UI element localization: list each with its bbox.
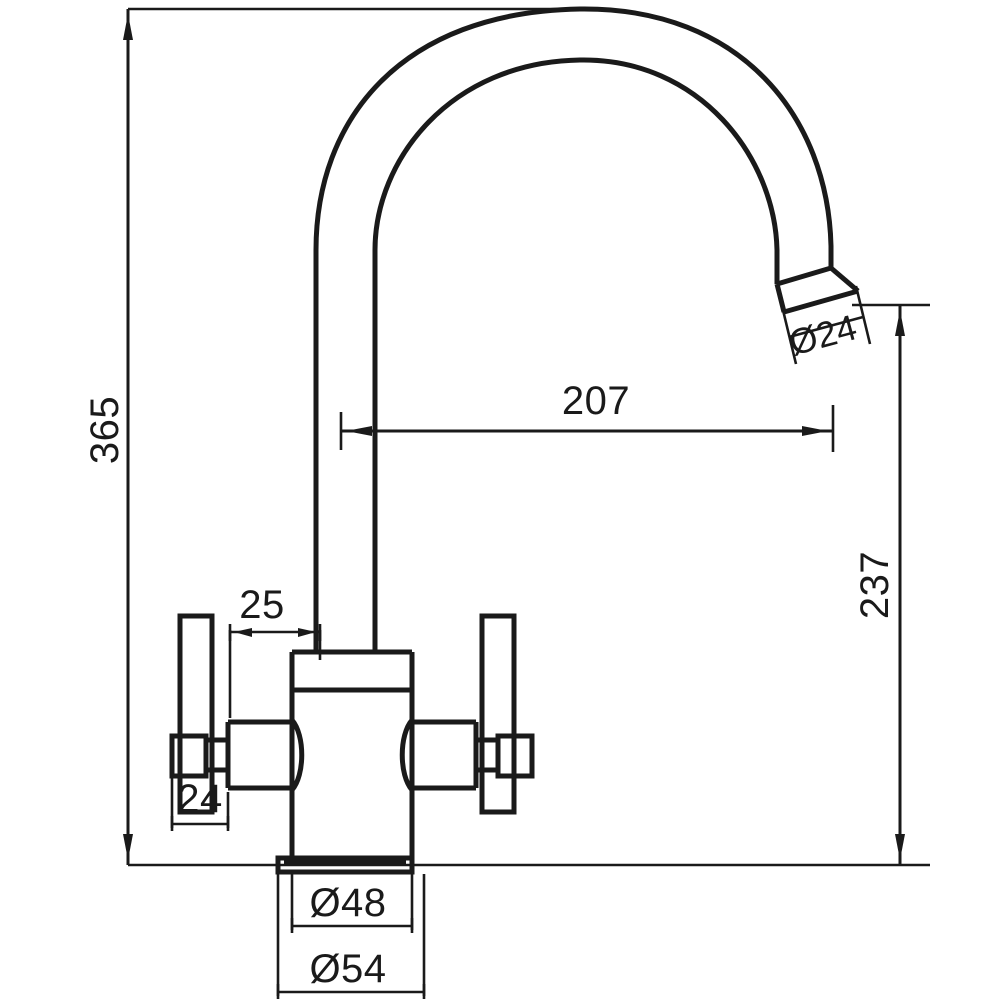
dimension-label-d54: Ø54 xyxy=(309,947,386,991)
tap-body-housing xyxy=(289,649,415,858)
dimension-handle-offset: 25 xyxy=(228,583,322,718)
dimension-label-237: 237 xyxy=(853,551,897,619)
dimension-spout-height: 237 xyxy=(560,303,930,867)
spout-outlet-aerator xyxy=(774,265,860,315)
dimension-body-diameter: Ø48 xyxy=(290,874,414,933)
dimension-spout-reach: 207 xyxy=(339,379,835,452)
dimension-label-24: 24 xyxy=(177,777,223,821)
tap-body-column xyxy=(313,250,378,650)
dimension-handle-cap-width: 24 xyxy=(170,777,230,831)
dimension-label-207: 207 xyxy=(562,379,630,423)
dimension-base-diameter: Ø54 xyxy=(276,874,426,999)
gooseneck-spout xyxy=(313,6,834,284)
dimension-label-365: 365 xyxy=(83,396,127,464)
right-lever-handle xyxy=(412,613,535,815)
dimension-label-25: 25 xyxy=(239,583,285,627)
dimension-label-d24: Ø24 xyxy=(785,306,861,363)
left-lever-handle xyxy=(169,613,292,815)
dimension-overall-height: 365 xyxy=(83,7,600,867)
dimension-label-d48: Ø48 xyxy=(309,881,386,925)
base-mounting-flange xyxy=(275,855,415,875)
